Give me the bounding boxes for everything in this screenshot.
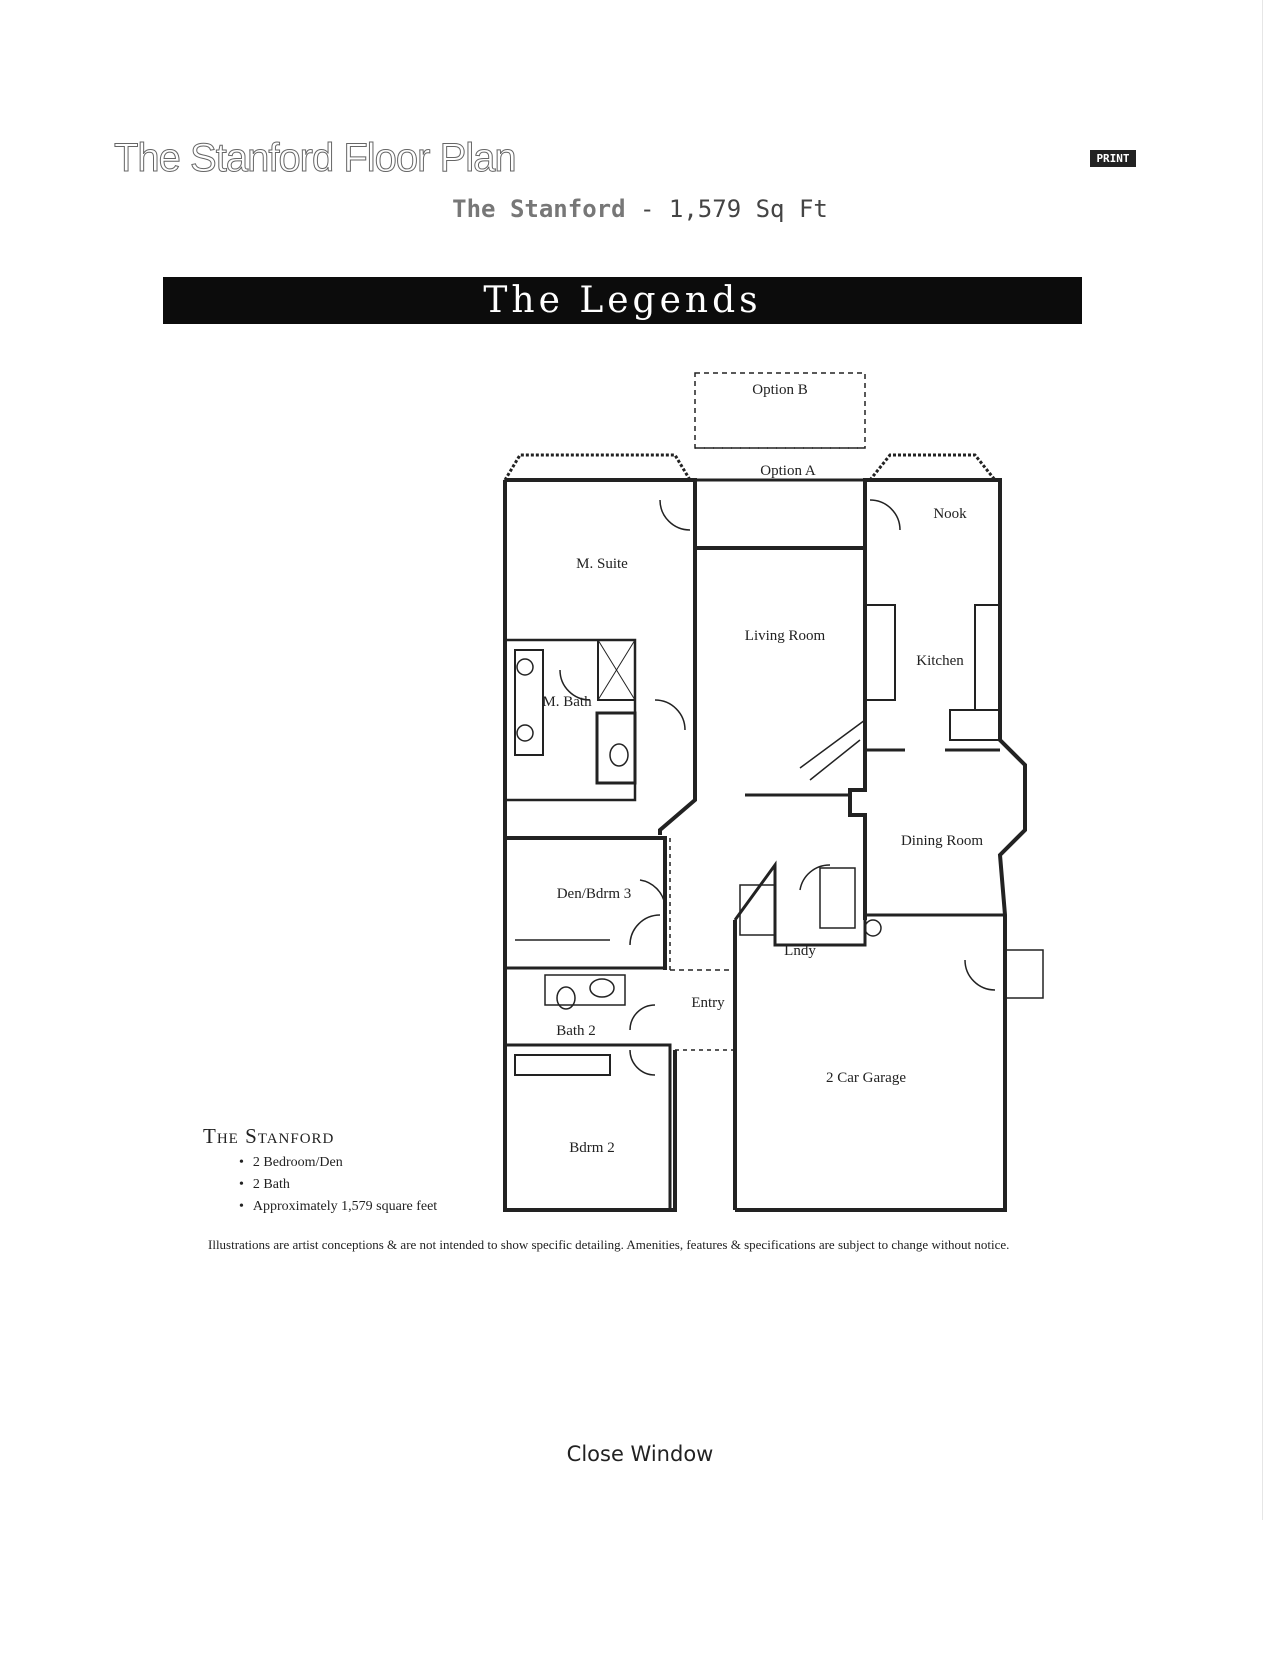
print-button[interactable]: PRINT [1090, 150, 1136, 167]
spec-list: 2 Bedroom/Den 2 Bath Approximately 1,579… [239, 1152, 437, 1218]
room-dining-room-label: Dining Room [901, 833, 983, 849]
room-m-suite-label: M. Suite [576, 556, 628, 572]
room-laundry-label: Lndy [784, 943, 816, 959]
option-a-outline [693, 478, 867, 550]
bay-window-right [868, 453, 997, 481]
page-edge-line [1262, 0, 1263, 1520]
room-garage-label: 2 Car Garage [826, 1070, 906, 1086]
plan-name: The Stanford [452, 195, 626, 223]
disclaimer-text: Illustrations are artist conceptions & a… [208, 1237, 1010, 1252]
spec-item: 2 Bath [239, 1174, 437, 1196]
spec-title: The Stanford [203, 1124, 335, 1148]
room-living-room-label: Living Room [745, 628, 826, 644]
room-option-b-label: Option B [752, 382, 807, 398]
room-bdrm2-label: Bdrm 2 [569, 1140, 614, 1156]
room-nook-label: Nook [933, 506, 967, 522]
room-m-bath-label: M. Bath [542, 694, 592, 710]
room-entry-label: Entry [691, 995, 725, 1011]
collection-banner: The Legends [163, 277, 1082, 324]
room-bath2-label: Bath 2 [556, 1023, 596, 1039]
room-den-bdrm3-label: Den/Bdrm 3 [557, 886, 632, 902]
spec-item: Approximately 1,579 square feet [239, 1196, 437, 1218]
spec-item: 2 Bedroom/Den [239, 1152, 437, 1174]
plan-subtitle: The Stanford - 1,579 Sq Ft [0, 195, 1280, 223]
option-b-outline [694, 372, 866, 449]
plan-sqft: - 1,579 Sq Ft [625, 195, 828, 223]
room-option-a-label: Option A [760, 463, 816, 479]
spec-box: The Stanford 2 Bedroom/Den 2 Bath Approx… [203, 1124, 437, 1218]
page-title: The Stanford Floor Plan [114, 136, 518, 181]
bay-window-left [503, 453, 692, 481]
close-window-link[interactable]: Close Window [566, 1442, 714, 1466]
room-kitchen-label: Kitchen [916, 653, 964, 669]
